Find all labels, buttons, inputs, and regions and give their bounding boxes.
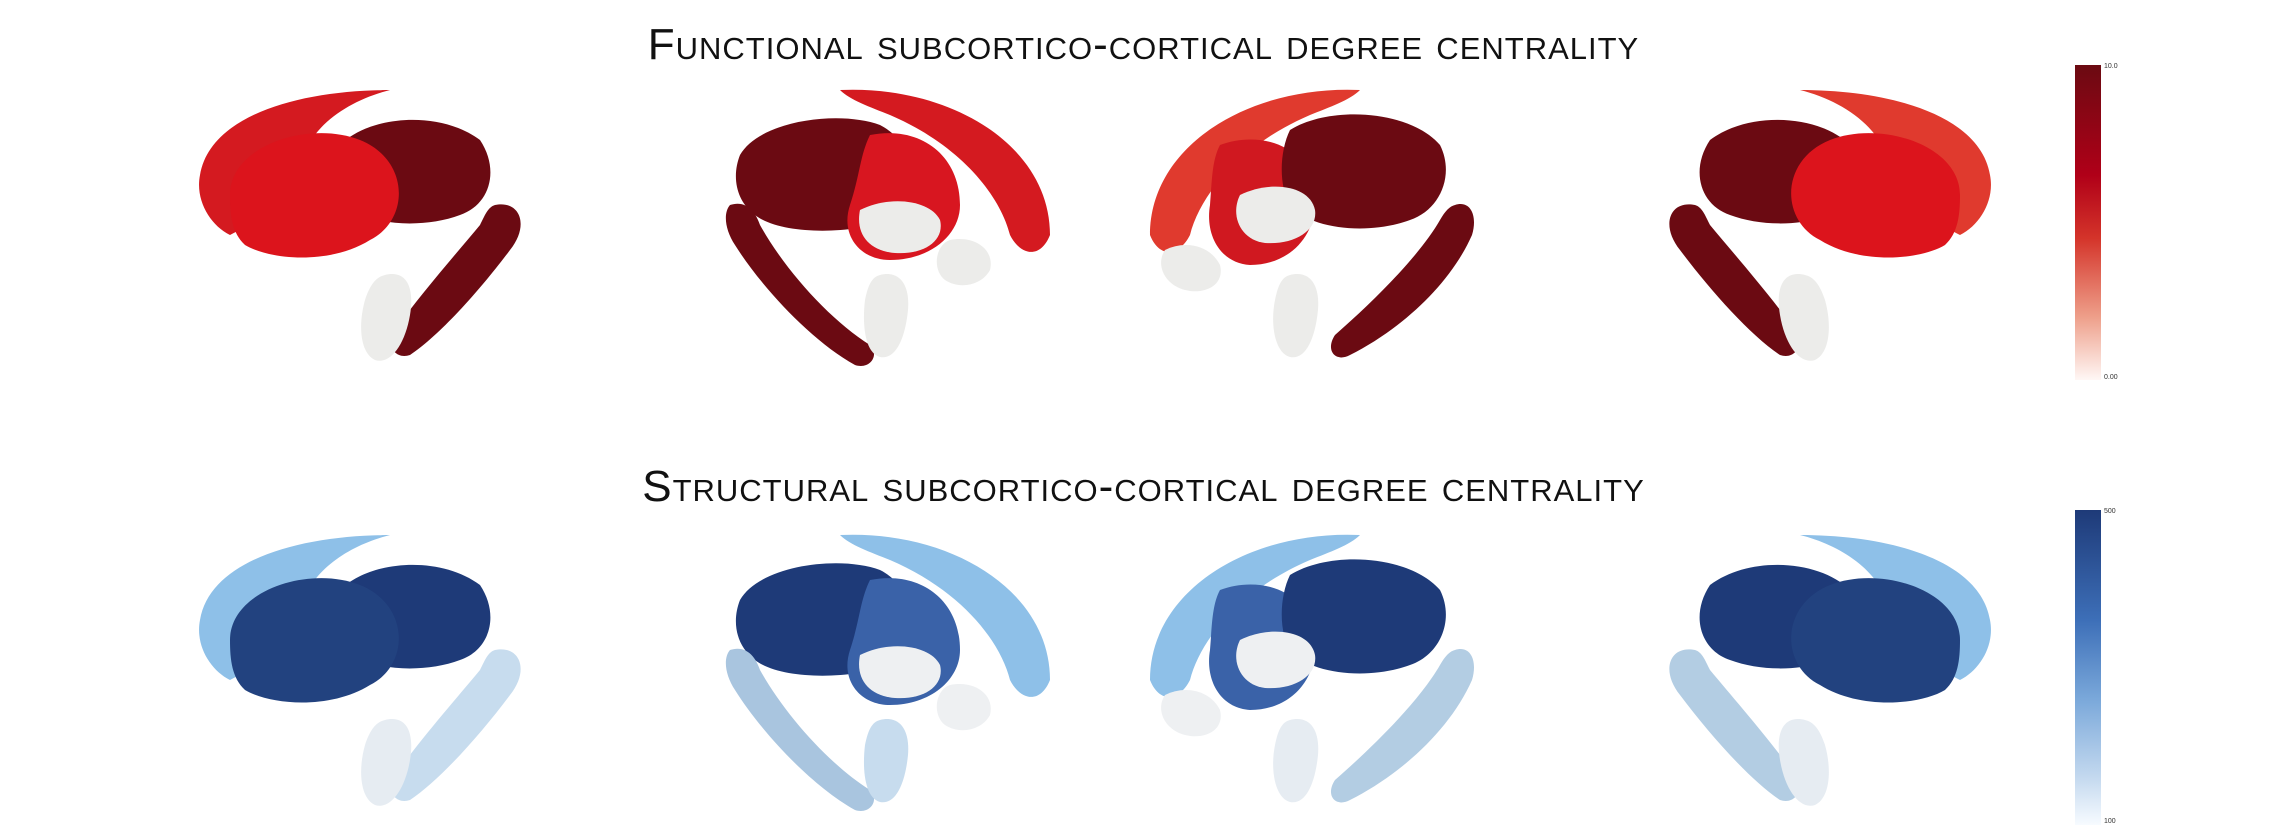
- caudate: [840, 89, 1050, 252]
- hippocampus: [1669, 204, 1800, 356]
- putamen: [230, 133, 399, 258]
- structural-title: Structural subcortico-cortical degree ce…: [642, 462, 1645, 511]
- hippocampus: [1330, 649, 1475, 803]
- functional-view-medial-left: [725, 89, 1050, 366]
- amygdala: [1778, 274, 1829, 361]
- hippocampus: [1330, 204, 1475, 358]
- putamen: [1791, 578, 1960, 703]
- functional-view-medial-right: [1150, 89, 1475, 358]
- hippocampus: [390, 204, 521, 356]
- putamen: [1791, 133, 1960, 258]
- functional-colorbar-max: 10.0: [2104, 63, 2118, 70]
- amygdala: [361, 274, 412, 361]
- amygdala: [1273, 274, 1319, 358]
- amygdala: [1273, 719, 1319, 803]
- structural-view-lateral-right: [1669, 535, 1991, 806]
- caudate: [1150, 89, 1360, 252]
- structural-brain-views: [0, 530, 2287, 830]
- amygdala: [863, 274, 909, 358]
- putamen: [230, 578, 399, 703]
- structural-colorbar-min: 100: [2104, 818, 2116, 825]
- amygdala-medial: [1161, 690, 1221, 737]
- pallidum: [1236, 631, 1316, 689]
- amygdala: [1778, 719, 1829, 806]
- structural-colorbar-max: 500: [2104, 508, 2116, 515]
- functional-colorbar: [2075, 65, 2101, 380]
- amygdala-medial: [936, 239, 991, 286]
- functional-colorbar-min: 0.00: [2104, 374, 2118, 381]
- thalamus: [1281, 559, 1446, 674]
- caudate: [1150, 534, 1360, 697]
- hippocampus: [390, 649, 521, 801]
- thalamus: [1281, 114, 1446, 229]
- structural-colorbar: [2075, 510, 2101, 825]
- functional-title: Functional subcortico-cortical degree ce…: [647, 20, 1640, 69]
- structural-view-medial-left: [725, 534, 1050, 811]
- functional-view-lateral-left: [199, 90, 521, 361]
- functional-view-lateral-right: [1669, 90, 1991, 361]
- caudate: [840, 534, 1050, 697]
- hippocampus: [725, 648, 875, 811]
- amygdala-medial: [1161, 245, 1221, 292]
- pallidum: [859, 646, 941, 699]
- pallidum: [1236, 186, 1316, 244]
- hippocampus: [725, 203, 875, 366]
- pallidum: [859, 201, 941, 254]
- structural-view-lateral-left: [199, 535, 521, 806]
- structural-view-medial-right: [1150, 534, 1475, 803]
- hippocampus: [1669, 649, 1800, 801]
- amygdala: [863, 719, 909, 803]
- amygdala: [361, 719, 412, 806]
- functional-brain-views: [0, 85, 2287, 385]
- amygdala-medial: [936, 684, 991, 731]
